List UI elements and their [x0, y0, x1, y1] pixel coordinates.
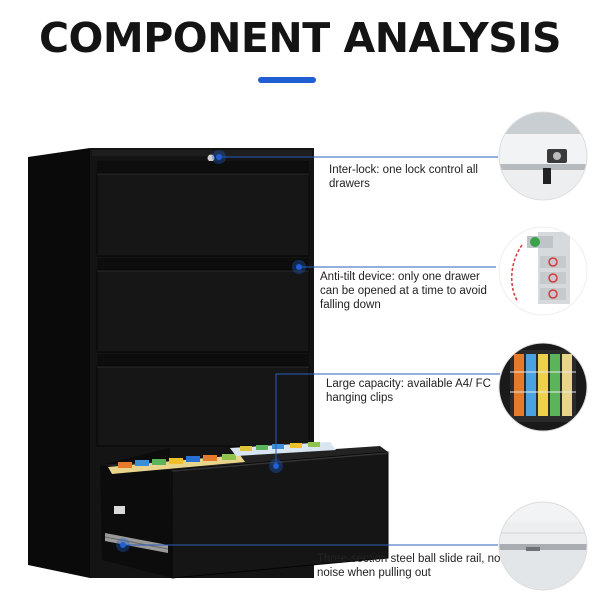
no-icon	[548, 257, 558, 267]
feature-caption-interlock: Inter-lock: one lock control all drawers	[329, 164, 478, 190]
feature-caption-anti-tilt: Anti-tilt device: only one drawer can be…	[320, 271, 487, 311]
drawer-3	[96, 354, 310, 447]
feature-caption-slide-rail: Three-section steel ball slide rail, no …	[317, 553, 501, 579]
check-icon	[530, 237, 540, 247]
page-title: COMPONENT ANALYSIS	[38, 14, 562, 62]
title-underline	[258, 77, 316, 83]
detail-hanging-files	[498, 342, 588, 432]
detail-anti-tilt	[498, 226, 588, 316]
detail-lock-closeup	[498, 111, 588, 201]
lock-icon	[207, 154, 215, 162]
drawer-2	[96, 258, 310, 353]
leader-lines	[123, 156, 500, 546]
callout-markers	[116, 150, 306, 552]
feature-caption-capacity: Large capacity: available A4/ FC hanging…	[326, 378, 491, 404]
filing-cabinet	[28, 148, 389, 579]
detail-slide-rail	[498, 501, 588, 591]
drawer-1	[96, 161, 310, 257]
